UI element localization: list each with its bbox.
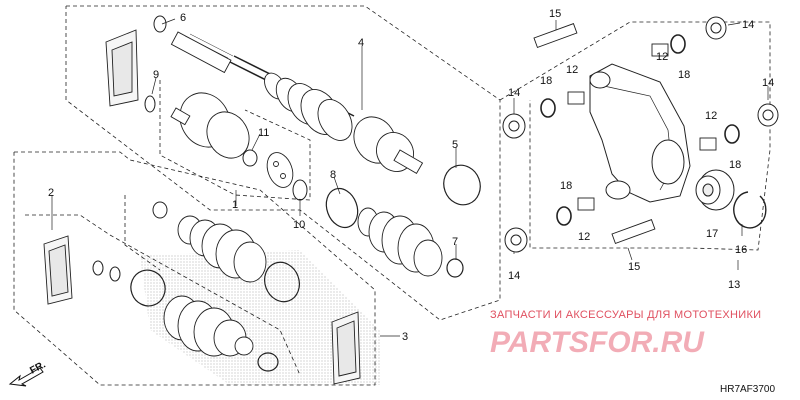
- callout-12c: 12: [705, 110, 717, 122]
- callout-6: 6: [180, 12, 186, 24]
- callout-5: 5: [452, 139, 458, 151]
- callout-15b: 15: [628, 261, 640, 273]
- callout-12a: 12: [566, 64, 578, 76]
- boot-lower-1: [177, 215, 267, 283]
- swing-arm-bushings: [567, 43, 717, 211]
- callout-2: 2: [48, 187, 54, 199]
- snap-ring: [733, 191, 767, 229]
- callout-18c: 18: [729, 159, 741, 171]
- diagram-code: HR7AF3700: [720, 384, 775, 395]
- collars: [533, 23, 656, 244]
- watermark-brand: PARTSFOR.RU: [490, 326, 705, 359]
- callout-4: 4: [358, 37, 364, 49]
- callout-3: 3: [402, 331, 408, 343]
- watermark-tagline: ЗАПЧАСТИ И АКСЕССУАРЫ ДЛЯ МОТОТЕХНИКИ: [490, 309, 761, 321]
- arrow-icon: [8, 367, 44, 387]
- callout-18b: 18: [678, 69, 690, 81]
- callout-8: 8: [330, 169, 336, 181]
- callout-7: 7: [452, 236, 458, 248]
- callout-1: 1: [232, 199, 238, 211]
- bands: [130, 164, 481, 372]
- boot-lower-2: [163, 295, 254, 357]
- callout-16: 16: [735, 244, 747, 256]
- front-arrow: FR.: [8, 359, 48, 387]
- bearing-cage: [266, 152, 294, 188]
- callout-9: 9: [153, 69, 159, 81]
- callout-13: 13: [728, 279, 740, 291]
- callout-labels: 1 2 3 4 5 6 7 8 9 10 11 12 12 12 12 13 1…: [48, 8, 774, 343]
- callout-10: 10: [293, 219, 305, 231]
- direction-label: FR.: [28, 359, 48, 376]
- outer-boot-upper: [264, 72, 353, 141]
- callout-18a: 18: [540, 75, 552, 87]
- boot-middle: [357, 207, 443, 277]
- callout-15a: 15: [549, 8, 561, 20]
- callout-18d: 18: [560, 180, 572, 192]
- swing-arm: [589, 63, 691, 203]
- callout-14d: 14: [508, 270, 520, 282]
- callout-17: 17: [706, 228, 718, 240]
- callout-12b: 12: [656, 51, 668, 63]
- cv-joint-outer: [353, 116, 424, 175]
- callout-14a: 14: [742, 19, 754, 31]
- cv-joint-inner: [170, 92, 250, 159]
- seal-rings: [540, 34, 740, 226]
- callout-14c: 14: [762, 77, 774, 89]
- callout-14b: 14: [508, 87, 520, 99]
- hub-bearing: [695, 169, 735, 211]
- pivot-caps: [502, 16, 779, 253]
- grease-packets: [43, 29, 361, 385]
- callout-12d: 12: [578, 231, 590, 243]
- callout-11: 11: [258, 127, 269, 139]
- clips-small: [92, 15, 308, 282]
